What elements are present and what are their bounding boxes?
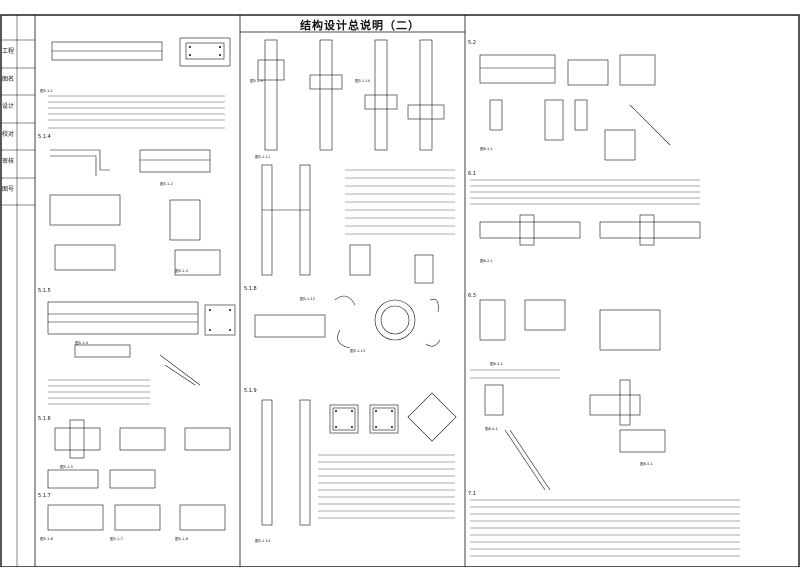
svg-text:图5.1-5: 图5.1-5 [60, 465, 73, 469]
svg-text:图5.1-4: 图5.1-4 [75, 341, 89, 345]
svg-text:图5.1-3: 图5.1-3 [175, 269, 188, 273]
svg-text:图5.1-13: 图5.1-13 [350, 349, 365, 353]
title-block-label-reviewer: 审核 [1, 158, 14, 165]
svg-text:图5.1-2: 图5.1-2 [160, 182, 173, 186]
svg-text:图5.1-8: 图5.1-8 [175, 537, 189, 541]
svg-text:图6.2-1: 图6.2-1 [480, 259, 493, 263]
svg-text:5.1.7: 5.1.7 [38, 493, 51, 499]
svg-text:图5.1-14: 图5.1-14 [255, 539, 271, 543]
svg-text:5.1.6: 5.1.6 [38, 416, 51, 422]
svg-text:5.2: 5.2 [468, 40, 476, 46]
title-block-label-drawing-name: 图名 [1, 76, 14, 83]
drawing-title: 结构设计总说明（二） [300, 19, 420, 32]
svg-text:图5.1-11: 图5.1-11 [255, 155, 270, 159]
column-1-details [47, 37, 236, 531]
svg-text:5.1.9: 5.1.9 [244, 388, 257, 394]
title-block-label-drawing-no: 图号 [1, 186, 14, 193]
svg-text:图5.1-12: 图5.1-12 [300, 297, 315, 301]
svg-text:图6.4-1: 图6.4-1 [485, 427, 498, 431]
title-block-label-checker: 校对 [1, 131, 14, 138]
title-block-label-project: 工程 [1, 48, 14, 55]
title-block-label-designer: 设计 [1, 103, 14, 110]
svg-text:图5.1-6: 图5.1-6 [40, 537, 54, 541]
svg-text:图5.1-10: 图5.1-10 [355, 79, 371, 83]
column-3-details [470, 54, 740, 557]
svg-text:图6.1-1: 图6.1-1 [480, 147, 493, 151]
svg-text:图5.1-1: 图5.1-1 [40, 89, 53, 93]
column-2-details [254, 39, 457, 526]
svg-text:6.3: 6.3 [468, 293, 476, 299]
svg-text:6.1: 6.1 [468, 171, 476, 177]
svg-text:图6.5-1: 图6.5-1 [640, 462, 653, 466]
svg-text:图5.1-7: 图5.1-7 [110, 537, 123, 541]
svg-text:图5.1-9: 图5.1-9 [250, 79, 264, 83]
svg-text:7.1: 7.1 [468, 491, 476, 497]
sheet-border [0, 14, 800, 568]
svg-text:图6.3-1: 图6.3-1 [490, 362, 503, 366]
svg-text:5.1.8: 5.1.8 [244, 286, 257, 292]
svg-text:5.1.5: 5.1.5 [38, 288, 51, 294]
svg-text:5.1.4: 5.1.4 [38, 134, 51, 140]
title-block-strip [0, 14, 36, 568]
